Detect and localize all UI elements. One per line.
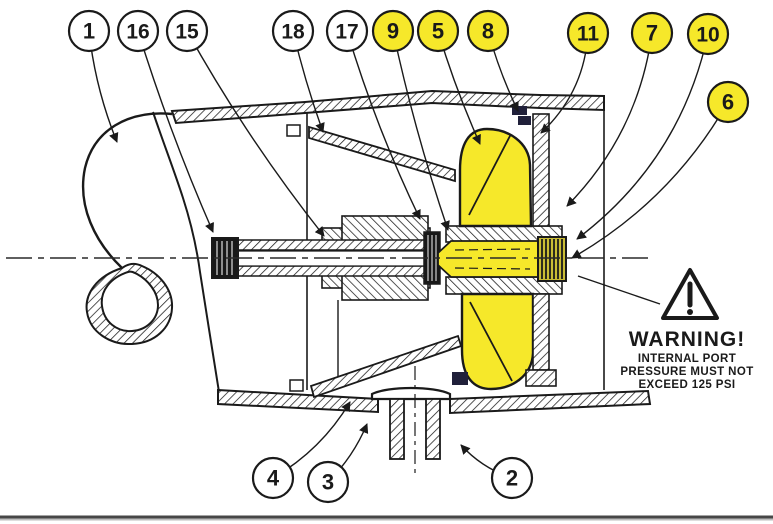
balloon-number-7: 7 [646, 21, 658, 46]
balloon-5: 5 [416, 9, 481, 145]
balloon-circle-17 [325, 9, 369, 53]
balloon-number-10: 10 [696, 24, 719, 47]
balloon-layer: 1 16 15 18 17 9 5 8 11 7 10 6 4 3 2 [67, 9, 750, 504]
rear-plate-flange [525, 369, 557, 387]
inlet-cone-bottom [309, 334, 463, 399]
leader-line-15 [186, 30, 325, 237]
blade-face-line-top [468, 133, 512, 216]
balloon-circle-2 [490, 456, 534, 500]
balloon-number-8: 8 [482, 19, 494, 44]
balloon-number-17: 17 [335, 21, 358, 44]
balloon-circle-5 [416, 9, 460, 53]
balloon-17: 17 [325, 9, 421, 220]
balloon-number-11: 11 [577, 23, 600, 46]
balloon-10: 10 [576, 12, 730, 240]
housing [170, 89, 652, 415]
balloon-2: 2 [460, 444, 534, 500]
balloon-circle-18 [271, 9, 315, 53]
seal-top-inner [518, 116, 531, 125]
pump-cross-section [6, 89, 652, 476]
impeller-blade-bottom [460, 292, 535, 391]
balloon-circle-3 [306, 460, 350, 504]
seal-bottom [452, 372, 468, 385]
balloon-circle-16 [116, 9, 160, 53]
rear-plate-lower [532, 293, 550, 371]
impeller-blades [458, 127, 535, 391]
bottom-port-fitting [370, 366, 452, 476]
leader-line-17 [346, 30, 421, 220]
warning-leader-line [577, 275, 661, 305]
shaft-taper-line-top [454, 248, 531, 251]
balloon-circle-8 [466, 9, 510, 53]
impeller-blade-top [458, 127, 533, 228]
inlet-cone-top [308, 125, 456, 183]
balloon-number-4: 4 [267, 466, 280, 491]
leader-line-9 [392, 30, 450, 231]
balloon-circle-6 [706, 80, 750, 124]
leader-line-7 [566, 32, 653, 207]
balloon-circle-4 [251, 456, 295, 500]
leader-line-16 [137, 30, 214, 233]
balloon-11: 11 [540, 11, 610, 134]
balloon-9: 9 [371, 9, 450, 231]
balloon-18: 18 [271, 9, 325, 133]
hose-section [81, 111, 220, 393]
balloon-16: 16 [116, 9, 214, 233]
balloon-circle-10 [686, 12, 730, 56]
warning-title: WARNING! [629, 328, 746, 351]
shaft-coupling-threads [423, 231, 441, 285]
hose-inner-wall [152, 111, 220, 393]
warning-line-1: INTERNAL PORT [638, 353, 736, 365]
balloon-circle-1 [67, 9, 111, 53]
balloon-8: 8 [466, 9, 519, 112]
balloon-4: 4 [251, 401, 351, 500]
balloon-7: 7 [566, 11, 674, 207]
balloon-number-16: 16 [126, 21, 149, 44]
seal-top-outer [512, 106, 527, 115]
balloon-circle-7 [630, 11, 674, 55]
warning-line-2: PRESSURE MUST NOT [620, 366, 753, 378]
hose-fold-loop [85, 262, 174, 346]
balloon-circle-11 [566, 11, 610, 55]
drive-shaft-highlighted [437, 240, 539, 278]
port-wall-right [425, 398, 441, 460]
balloon-number-9: 9 [387, 19, 399, 44]
shaft-tube-top [212, 239, 431, 251]
warning-line-3: EXCEED 125 PSI [638, 379, 735, 391]
balloon-circle-15 [165, 9, 209, 53]
bottom-border [0, 515, 773, 521]
balloon-15: 15 [165, 9, 325, 237]
housing-clip-top [286, 124, 301, 137]
balloon-3: 3 [306, 423, 369, 504]
balloon-6: 6 [571, 80, 750, 259]
leader-line-10 [576, 33, 709, 240]
balloon-number-18: 18 [281, 21, 305, 44]
shaft-taper-line-bottom [454, 267, 531, 270]
outlet-threads [537, 236, 567, 282]
impeller-hub [437, 225, 563, 295]
balloon-number-6: 6 [722, 90, 734, 115]
port-wall-left [389, 398, 405, 460]
balloon-number-1: 1 [83, 19, 95, 44]
leader-line-6 [571, 101, 729, 259]
port-cap [370, 386, 452, 401]
rear-assembly [452, 106, 567, 387]
balloon-number-5: 5 [432, 19, 444, 44]
warning-triangle-icon [661, 268, 719, 320]
balloon-number-15: 15 [175, 21, 199, 44]
blade-face-line-bottom [469, 301, 513, 382]
shaft-tube-bottom [212, 265, 431, 277]
warning-block: WARNING! INTERNAL PORT PRESSURE MUST NOT… [577, 268, 753, 391]
balloon-circle-9 [371, 9, 415, 53]
rear-plate-upper [532, 113, 550, 227]
balloon-number-3: 3 [322, 470, 334, 495]
balloon-number-2: 2 [506, 466, 518, 491]
balloon-1: 1 [67, 9, 119, 143]
housing-bottom-wall-left [217, 388, 379, 414]
housing-bottom-wall-right [449, 389, 652, 415]
hose-outer-edge [81, 112, 173, 269]
housing-clip-bottom [289, 379, 304, 392]
